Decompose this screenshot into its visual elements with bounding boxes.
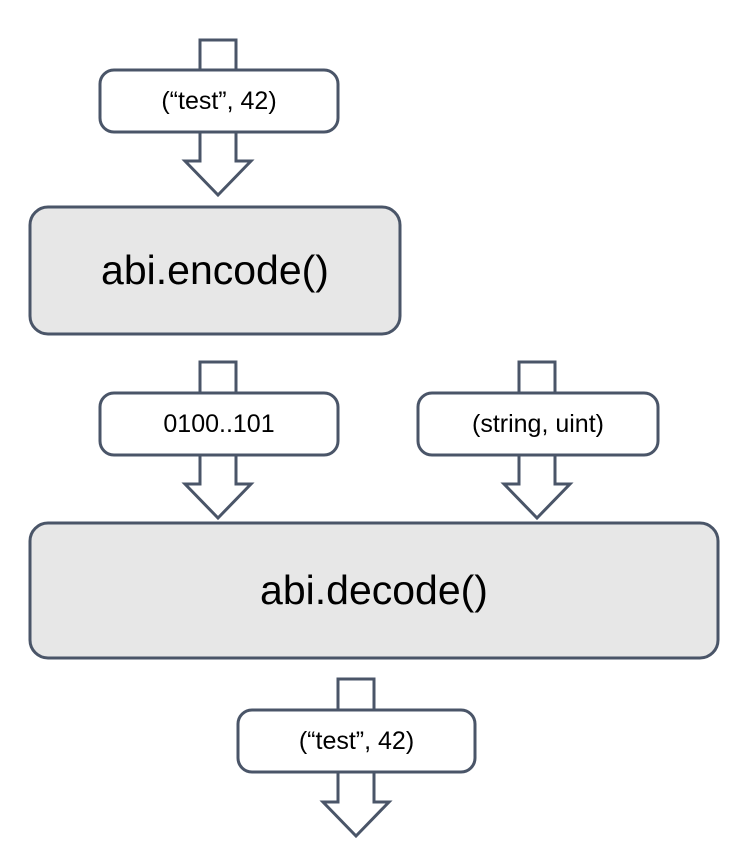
stub-into-signature [517,360,557,393]
node-output-tuple [236,708,477,774]
node-abi-encode [28,205,402,336]
node-abi-decode [28,521,720,660]
arrow-signature-to-decode [500,455,574,521]
stub-into-input [198,38,238,70]
stub-into-output [336,677,376,710]
arrow-encoded-to-decode [181,455,255,521]
connector-layer [181,38,574,839]
node-type-signature [416,391,660,457]
stub-into-encoded [198,360,238,393]
arrow-output-exit [319,772,393,839]
node-input-tuple [98,68,340,134]
node-layer [28,68,720,774]
node-encoded-bytes [98,391,340,457]
arrow-input-to-encode [181,132,255,198]
